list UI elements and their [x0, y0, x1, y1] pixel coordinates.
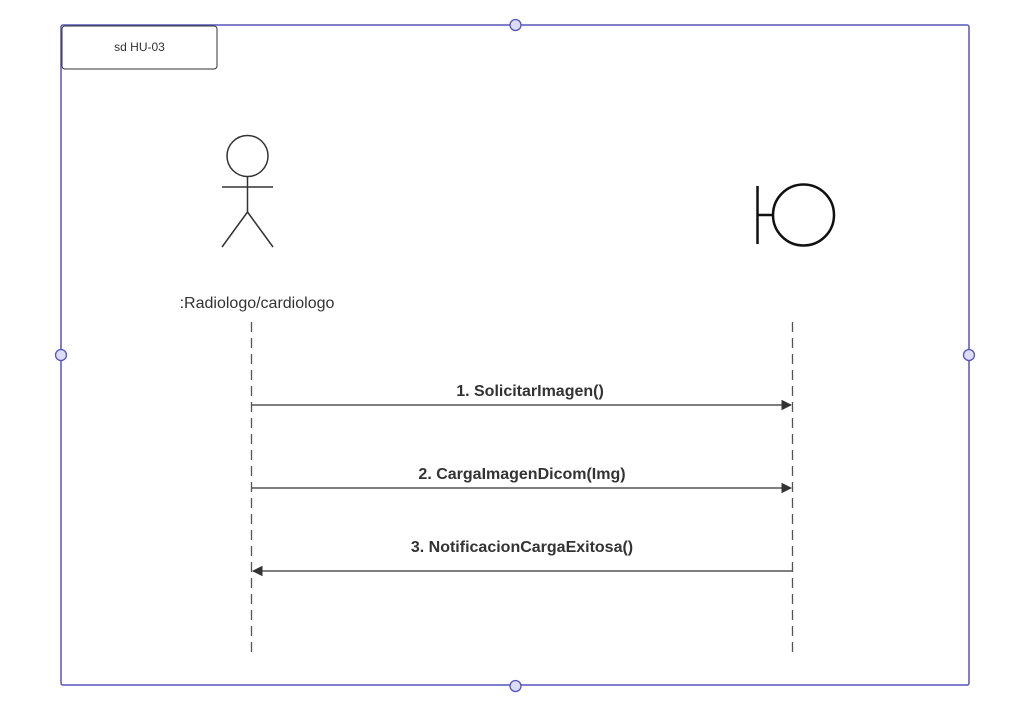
resize-handle-right[interactable] [962, 348, 976, 362]
resize-handle-left[interactable] [54, 348, 68, 362]
sequence-frame[interactable]: sd HU-03 [60, 24, 970, 686]
message-3-label: 3. NotificacionCargaExitosa() [411, 539, 633, 556]
message-3[interactable]: 3. NotificacionCargaExitosa() [251, 539, 792, 577]
resize-handle-top[interactable] [509, 18, 522, 32]
frame-label-box [61, 25, 218, 70]
frame-label: sd HU-03 [114, 40, 165, 54]
stick-figure-icon [221, 134, 274, 248]
actor-label: :Radiologo/cardiologo [180, 295, 335, 312]
message-1[interactable]: 1. SolicitarImagen() [252, 383, 793, 411]
boundary-icon [756, 183, 836, 247]
boundary-object[interactable] [756, 183, 836, 247]
resize-handle-bottom[interactable] [509, 679, 522, 693]
message-2[interactable]: 2. CargaImagenDicom(Img) [252, 466, 793, 494]
message-2-label: 2. CargaImagenDicom(Img) [418, 466, 625, 483]
actor-radiologo[interactable]: :Radiologo/cardiologo [180, 134, 335, 313]
message-1-label: 1. SolicitarImagen() [456, 383, 604, 400]
sequence-frame-border[interactable] [60, 24, 970, 686]
